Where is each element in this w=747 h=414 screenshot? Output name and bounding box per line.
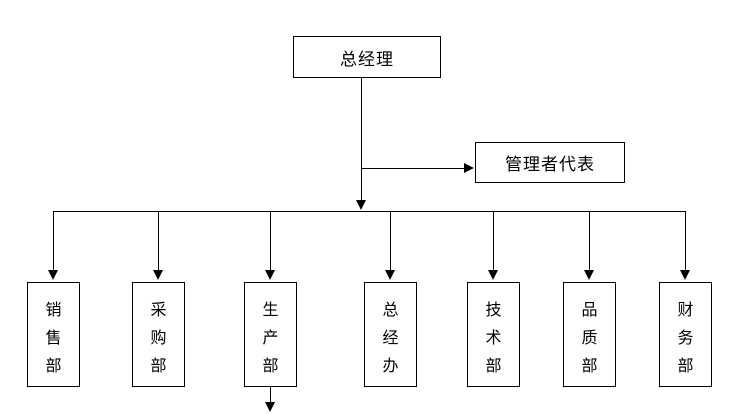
connector-drop-technical-department-arrowhead (488, 270, 498, 280)
node-management-representative[interactable]: 管理者代表 (475, 142, 625, 183)
node-general-manager[interactable]: 总经理 (293, 36, 441, 78)
connector-gm-to-management-rep (361, 168, 464, 169)
node-purchasing-department-char-2: 部 (150, 355, 167, 375)
connector-drop-gm-office-arrowhead (385, 270, 395, 280)
node-technical-department-char-1: 术 (485, 327, 502, 347)
node-purchasing-department[interactable]: 采 购 部 (132, 282, 185, 387)
node-gm-office-char-0: 总 (382, 299, 399, 319)
node-production-department-char-1: 产 (262, 327, 279, 347)
node-production-department-char-0: 生 (262, 299, 279, 319)
node-quality-department-char-0: 品 (581, 299, 598, 319)
node-purchasing-department-char-1: 购 (150, 327, 167, 347)
connector-gm-trunk-arrowhead (356, 200, 366, 210)
connector-drop-sales-department (53, 211, 54, 271)
node-sales-department-char-2: 部 (45, 355, 62, 375)
connector-production-department-continuation (270, 387, 271, 405)
node-sales-department-char-1: 售 (45, 327, 62, 347)
node-finance-department-char-1: 务 (677, 327, 694, 347)
node-gm-office[interactable]: 总 经 办 (364, 282, 417, 387)
connector-gm-trunk (361, 78, 362, 201)
node-production-department[interactable]: 生 产 部 (244, 282, 297, 387)
node-finance-department-char-2: 部 (677, 355, 694, 375)
node-production-department-char-2: 部 (262, 355, 279, 375)
node-gm-office-char-1: 经 (382, 327, 399, 347)
node-management-representative-label: 管理者代表 (505, 155, 595, 175)
node-finance-department-char-0: 财 (677, 299, 694, 319)
connector-management-rep-arrowhead (464, 163, 474, 173)
connector-drop-quality-department (589, 211, 590, 271)
node-purchasing-department-char-0: 采 (150, 299, 167, 319)
connector-drop-technical-department (493, 211, 494, 271)
connector-drop-sales-department-arrowhead (48, 270, 58, 280)
node-sales-department[interactable]: 销 售 部 (27, 282, 80, 387)
node-quality-department-char-1: 质 (581, 327, 598, 347)
node-quality-department[interactable]: 品 质 部 (563, 282, 616, 387)
connector-production-department-continuation-arrowhead (265, 402, 275, 412)
node-gm-office-char-2: 办 (382, 355, 399, 375)
node-technical-department[interactable]: 技 术 部 (467, 282, 520, 387)
node-technical-department-char-2: 部 (485, 355, 502, 375)
connector-drop-gm-office (390, 211, 391, 271)
connector-drop-purchasing-department-arrowhead (153, 270, 163, 280)
connector-drop-finance-department-arrowhead (680, 270, 690, 280)
connector-drop-production-department-arrowhead (265, 270, 275, 280)
node-general-manager-label: 总经理 (340, 49, 394, 70)
connector-drop-purchasing-department (158, 211, 159, 271)
connector-department-bus (53, 211, 685, 212)
connector-drop-finance-department (685, 211, 686, 271)
node-finance-department[interactable]: 财 务 部 (659, 282, 712, 387)
node-quality-department-char-2: 部 (581, 355, 598, 375)
connector-drop-quality-department-arrowhead (584, 270, 594, 280)
connector-drop-production-department (270, 211, 271, 271)
node-technical-department-char-0: 技 (485, 299, 502, 319)
node-sales-department-char-0: 销 (45, 299, 62, 319)
